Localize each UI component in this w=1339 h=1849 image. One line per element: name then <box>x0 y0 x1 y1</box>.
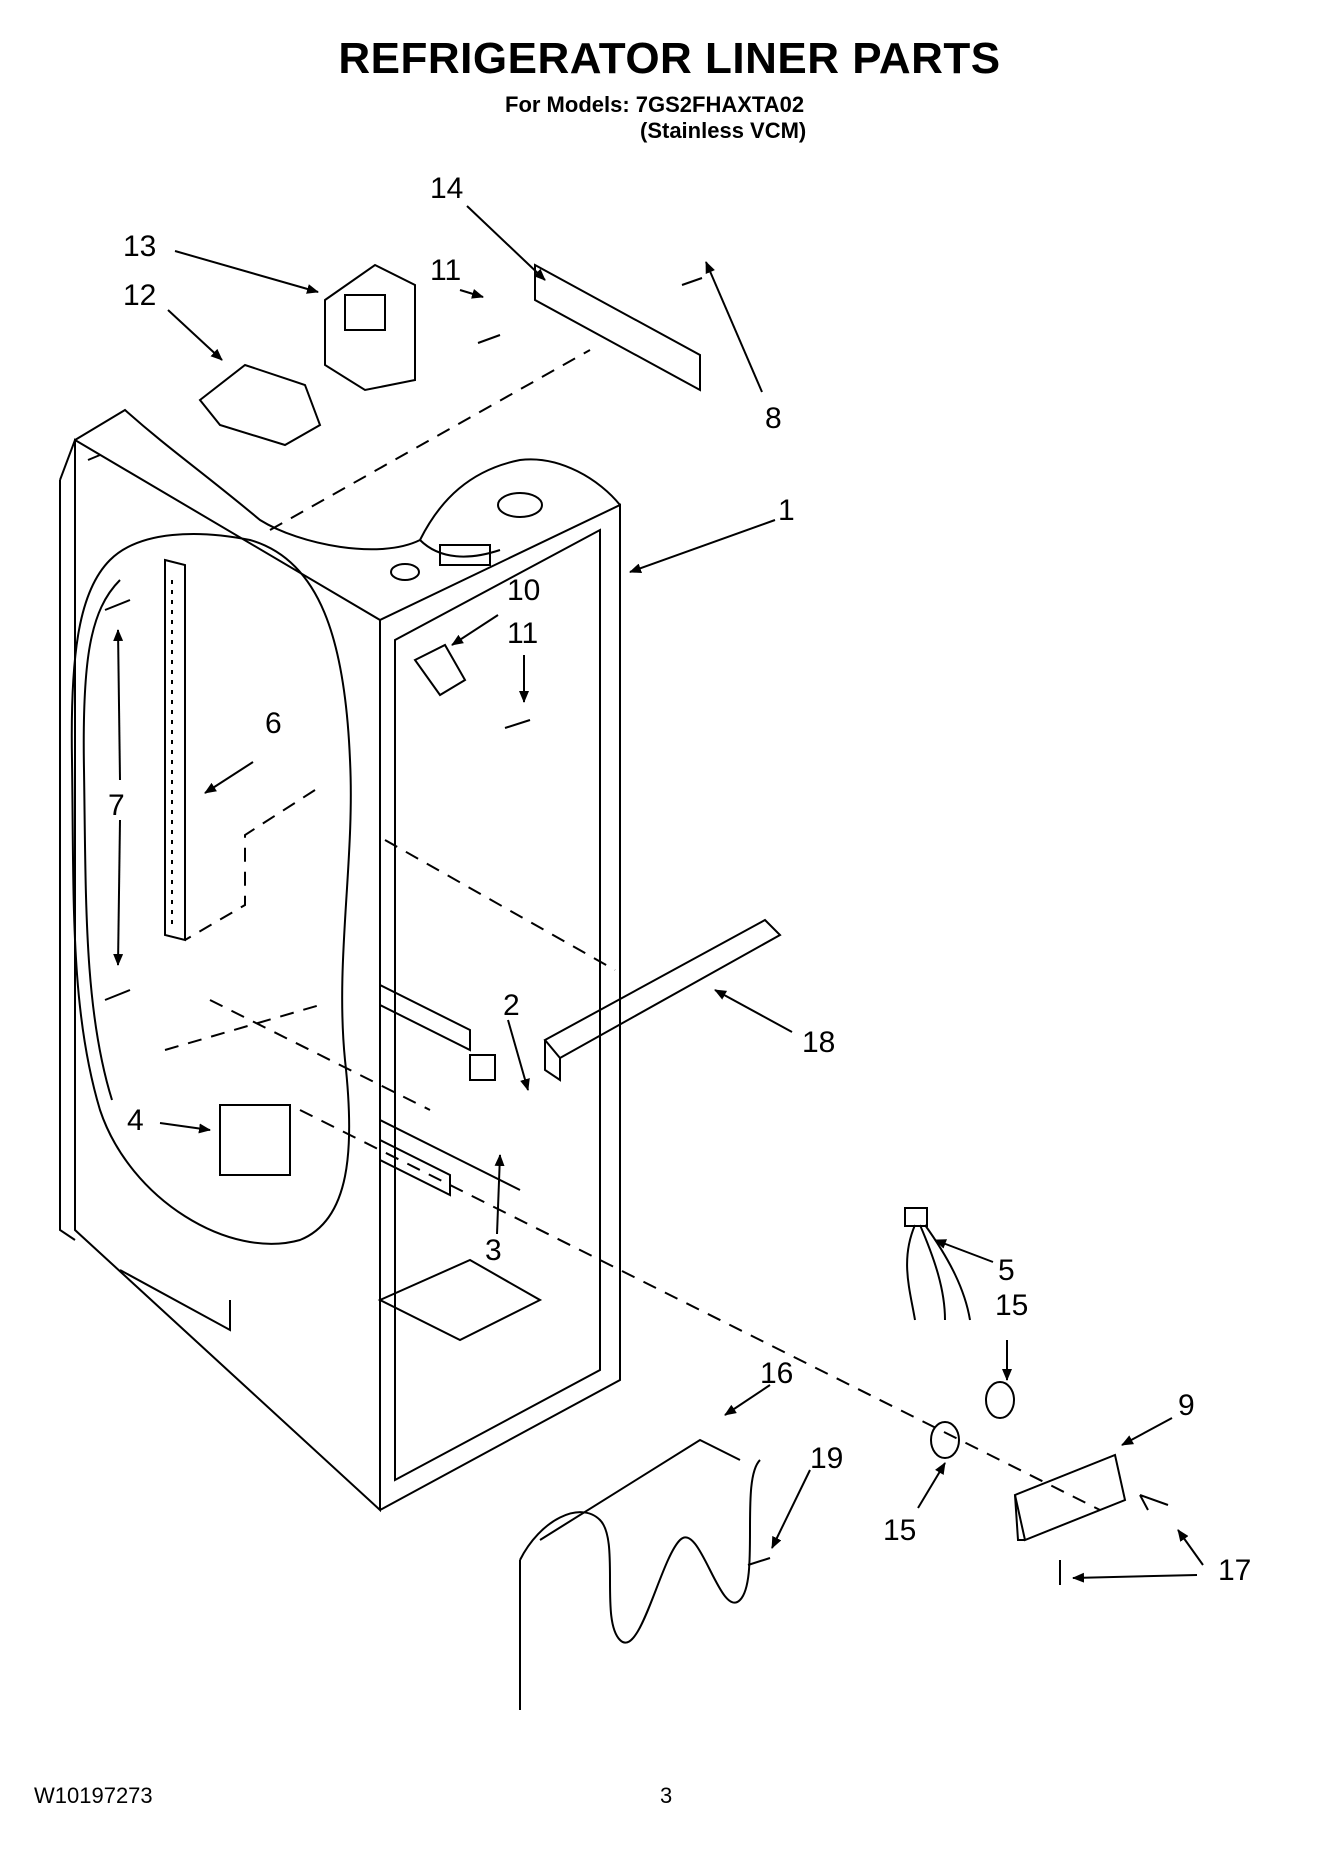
callout-2: 2 <box>503 989 520 1022</box>
gasket-14 <box>534 263 701 392</box>
assembly-lines <box>164 349 1101 1511</box>
screws <box>104 277 771 1566</box>
callout-7: 7 <box>108 789 125 822</box>
callout-labels: 1 2 3 4 5 6 7 8 9 10 11 11 12 13 14 15 1… <box>108 172 1251 1587</box>
page-number: 3 <box>660 1783 673 1808</box>
bracket-10 <box>413 643 467 697</box>
leader-arrows <box>113 205 1204 1583</box>
callout-14: 14 <box>430 172 463 205</box>
callout-15-lower: 15 <box>883 1514 916 1547</box>
callout-5: 5 <box>998 1254 1015 1287</box>
part-4 <box>219 1104 291 1176</box>
harness-5 <box>904 1207 971 1321</box>
liner-body <box>59 408 621 1513</box>
top-component-12-13 <box>198 263 416 447</box>
callout-1: 1 <box>778 494 795 527</box>
document-number: W10197273 <box>34 1783 153 1808</box>
page-title: REFRIGERATOR LINER PARTS <box>338 34 1001 83</box>
callout-13: 13 <box>123 230 156 263</box>
callout-15-upper: 15 <box>995 1289 1028 1322</box>
variant-label: (Stainless VCM) <box>640 118 807 143</box>
callout-9: 9 <box>1178 1389 1195 1422</box>
callout-19: 19 <box>810 1442 843 1475</box>
callout-11-upper: 11 <box>430 254 461 287</box>
models-label: For Models: 7GS2FHAXTA02 <box>505 92 805 117</box>
callout-17: 17 <box>1218 1554 1251 1587</box>
callout-3: 3 <box>485 1234 502 1267</box>
grommets-15 <box>930 1381 1015 1459</box>
callout-18: 18 <box>802 1026 835 1059</box>
callout-4: 4 <box>127 1104 144 1137</box>
callout-12: 12 <box>123 279 156 312</box>
callout-8: 8 <box>765 402 782 435</box>
callout-6: 6 <box>265 707 282 740</box>
callout-16: 16 <box>760 1357 793 1390</box>
callout-11-lower: 11 <box>507 617 538 650</box>
callout-10: 10 <box>507 574 540 607</box>
heater-16 <box>519 1438 761 1710</box>
bracket-18 <box>543 918 782 1082</box>
housing-9 <box>1013 1453 1169 1585</box>
